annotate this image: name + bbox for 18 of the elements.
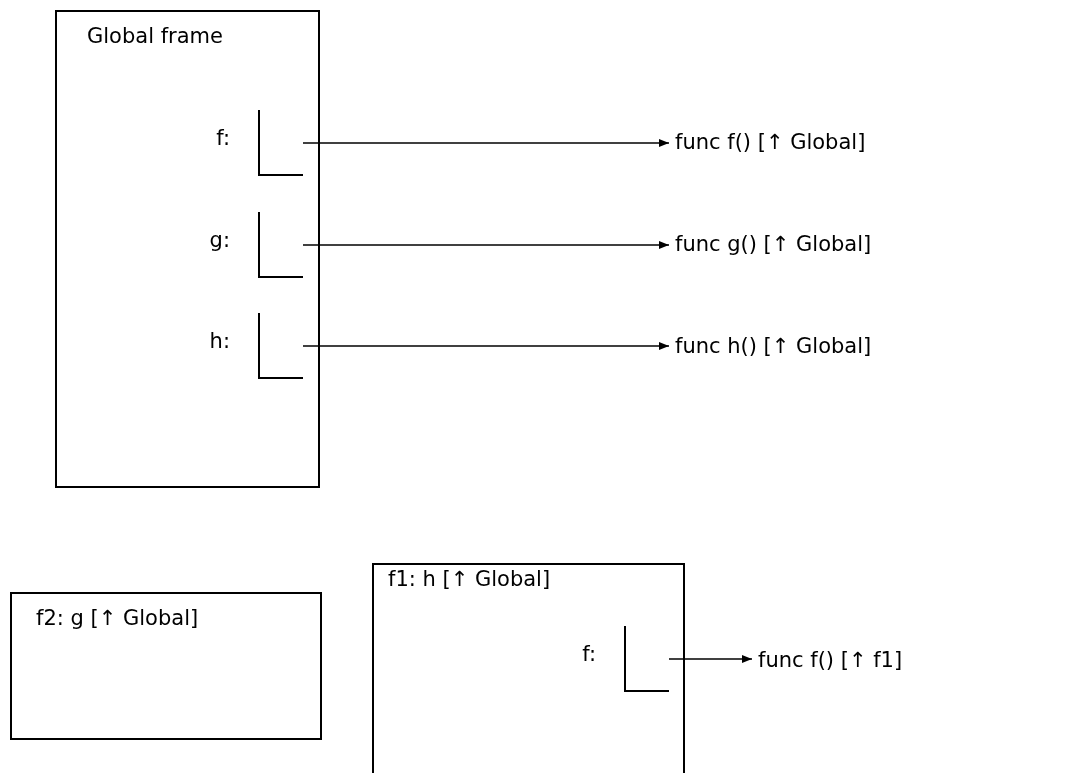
function-label: func f() [↑ Global] — [675, 129, 867, 156]
open-frame-box — [372, 563, 685, 773]
arrow — [302, 241, 670, 249]
variable-label: f: — [581, 642, 596, 666]
function-label: func h() [↑ Global] — [675, 333, 873, 360]
variable-label: f: — [215, 126, 230, 150]
arrow — [302, 139, 670, 147]
frame-box — [55, 10, 320, 488]
frame-title: Global frame — [87, 24, 223, 48]
function-label: func g() [↑ Global] — [675, 231, 873, 258]
variable-label: h: — [208, 329, 230, 353]
frame-title: f2: g [↑ Global] — [36, 606, 199, 630]
arrow — [668, 655, 753, 663]
function-label: func f() [↑ f1] — [758, 647, 904, 674]
frame-box — [10, 592, 322, 740]
variable-label: g: — [208, 228, 230, 252]
frame-title: f1: h [↑ Global] — [388, 567, 551, 591]
arrow — [302, 342, 670, 350]
